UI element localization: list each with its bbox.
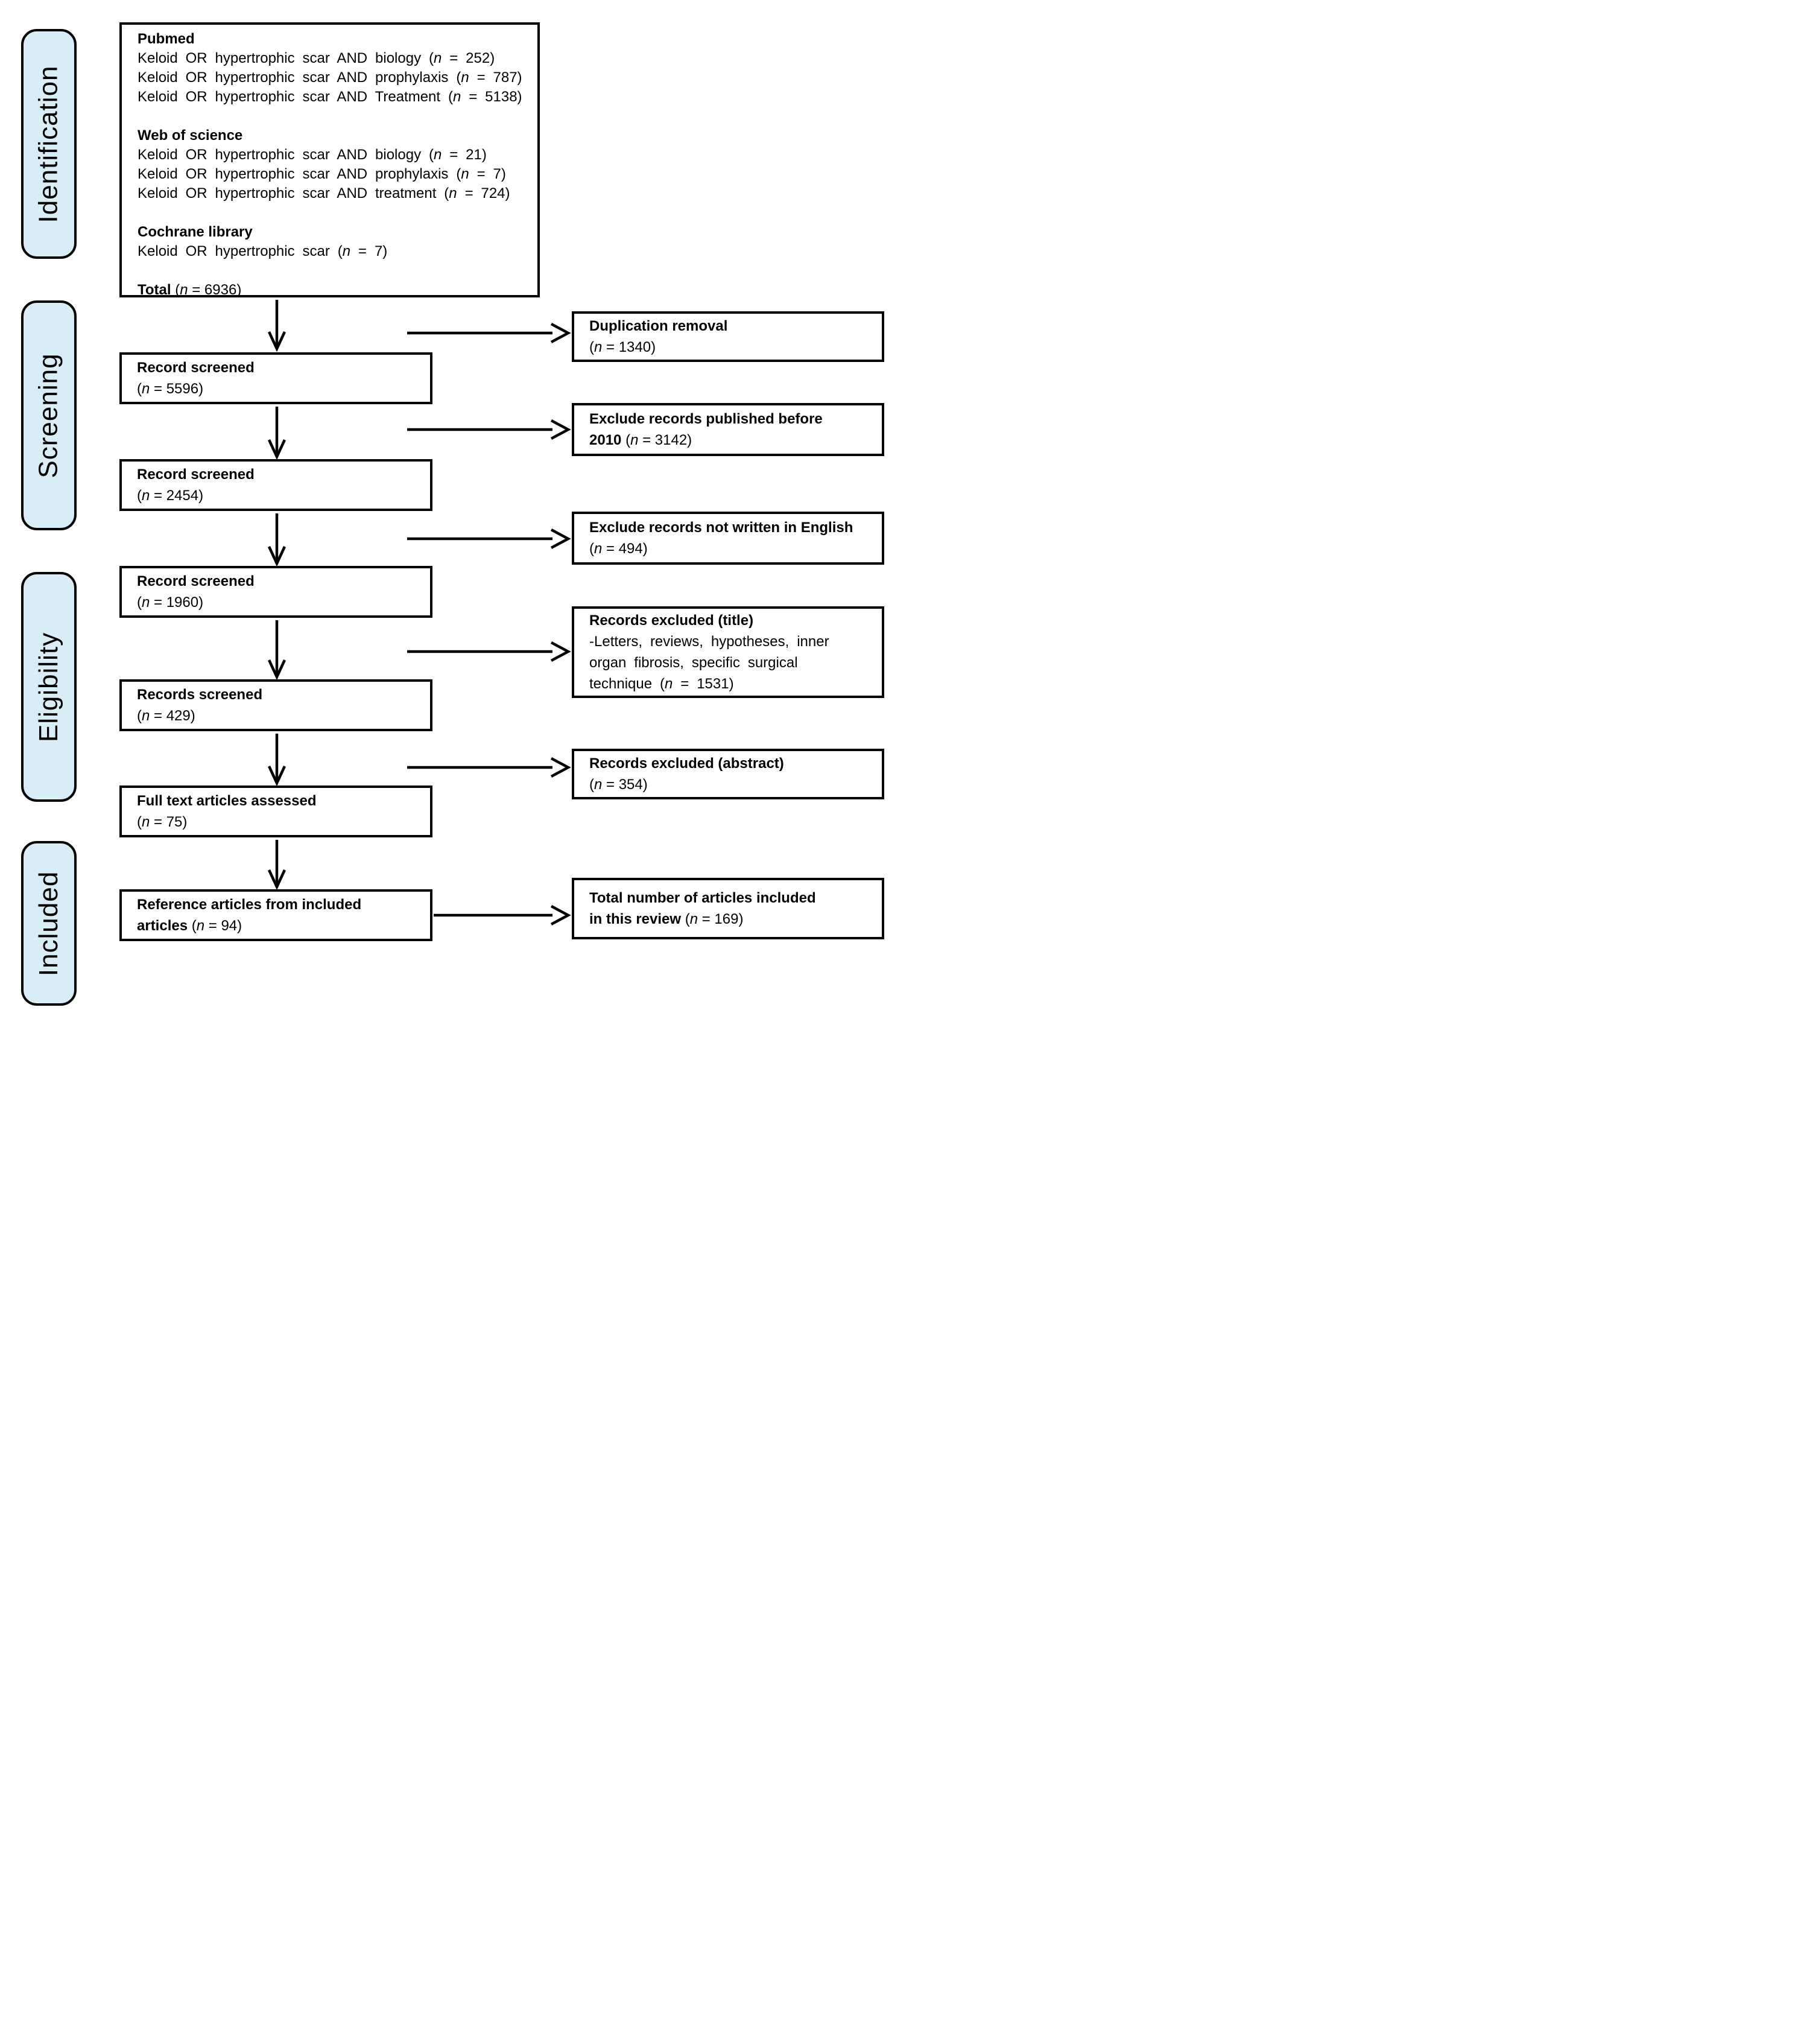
stage-identification-label: Identification <box>34 65 63 223</box>
text-line: Record screened <box>137 573 255 589</box>
down-arrow-1 <box>267 300 286 352</box>
text-line: Records excluded (abstract) <box>589 755 784 772</box>
side-box-exclude-before-2010-3142: Exclude records published before 2010 (n … <box>572 403 884 456</box>
flow-box-records-screened-2454: Record screened (n = 2454) <box>119 459 432 511</box>
text-line: Cochrane library <box>138 224 253 240</box>
stage-identification: Identification <box>21 29 77 259</box>
flow-box-records-screened-5596: Record screened (n = 5596) <box>119 352 432 404</box>
text-line: Keloid OR hypertrophic scar AND biology … <box>138 50 495 66</box>
text-line: Pubmed <box>138 31 195 47</box>
text-line: (n = 354) <box>589 776 648 793</box>
down-arrow-3 <box>267 513 286 567</box>
text-line: Keloid OR hypertrophic scar AND treatmen… <box>138 185 510 202</box>
down-arrow-5 <box>267 734 286 787</box>
stage-screening: Screening <box>21 300 77 530</box>
text-line <box>138 203 534 223</box>
down-arrow-2 <box>267 407 286 460</box>
text-line: Keloid OR hypertrophic scar AND biology … <box>138 147 487 163</box>
text-line: -Letters, reviews, hypotheses, inner <box>589 633 829 650</box>
text-line: Exclude records not written in English <box>589 519 853 536</box>
down-arrow-4 <box>267 620 286 681</box>
side-box-exclude-non-english-494: Exclude records not written in English (n… <box>572 512 884 565</box>
text-line: (n = 1340) <box>589 339 656 355</box>
right-arrow-4 <box>407 641 571 662</box>
text-line: Full text articles assessed <box>137 793 317 809</box>
down-arrow-6 <box>267 840 286 890</box>
stage-screening-label: Screening <box>34 352 64 478</box>
text-line: organ fibrosis, specific surgical <box>589 655 798 671</box>
text-line: Total number of articles included <box>589 890 816 906</box>
right-arrow-3 <box>407 528 571 549</box>
text-line: technique (n = 1531) <box>589 676 734 692</box>
text-line: Web of science <box>138 127 243 144</box>
text-line: Records excluded (title) <box>589 612 754 629</box>
flow-box-reference-articles-94: Reference articles from included articles… <box>119 889 432 941</box>
flow-box-records-screened-429: Records screened (n = 429) <box>119 679 432 731</box>
text-line: Duplication removal <box>589 318 728 334</box>
right-arrow-2 <box>407 419 571 440</box>
text-line: (n = 429) <box>137 708 195 724</box>
side-box-records-excluded-abstract-354: Records excluded (abstract) (n = 354) <box>572 749 884 799</box>
right-arrow-5 <box>407 757 571 778</box>
text-line: Keloid OR hypertrophic scar AND prophyla… <box>138 166 506 182</box>
text-line: 2010 (n = 3142) <box>589 432 692 448</box>
text-line: (n = 2454) <box>137 487 204 504</box>
text-line: (n = 494) <box>589 541 648 557</box>
stage-included: Included <box>21 841 77 1006</box>
text-line: Record screened <box>137 466 255 483</box>
prisma-flow-diagram: Identification Screening Eligibility Inc… <box>0 0 900 1022</box>
text-line: Keloid OR hypertrophic scar AND Treatmen… <box>138 89 522 105</box>
text-line: (n = 5596) <box>137 381 204 397</box>
text-line <box>138 261 534 281</box>
text-line: Record screened <box>137 360 255 376</box>
flow-box-records-screened-1960: Record screened (n = 1960) <box>119 566 432 618</box>
text-line: Exclude records published before <box>589 411 823 427</box>
side-box-duplication-removal-1340: Duplication removal (n = 1340) <box>572 311 884 362</box>
text-line: Reference articles from included <box>137 897 362 913</box>
side-box-total-included-169: Total number of articles included in this… <box>572 878 884 939</box>
text-line: in this review (n = 169) <box>589 911 744 927</box>
text-line: Records screened <box>137 687 263 703</box>
text-line: Keloid OR hypertrophic scar AND prophyla… <box>138 69 522 86</box>
text-line: Total (n = 6936) <box>138 282 242 298</box>
side-box-records-excluded-title-1531: Records excluded (title) -Letters, review… <box>572 606 884 698</box>
flow-box-full-text-assessed-75: Full text articles assessed (n = 75) <box>119 786 432 837</box>
right-arrow-6 <box>434 905 571 925</box>
right-arrow-1 <box>407 323 571 343</box>
text-line <box>138 107 534 126</box>
text-line: (n = 75) <box>137 814 188 830</box>
text-line: Keloid OR hypertrophic scar (n = 7) <box>138 243 388 259</box>
stage-eligibility-label: Eligibility <box>34 632 64 742</box>
text-line: (n = 1960) <box>137 594 204 611</box>
text-line: articles (n = 94) <box>137 918 242 934</box>
stage-eligibility: Eligibility <box>21 572 77 802</box>
stage-included-label: Included <box>34 871 64 976</box>
